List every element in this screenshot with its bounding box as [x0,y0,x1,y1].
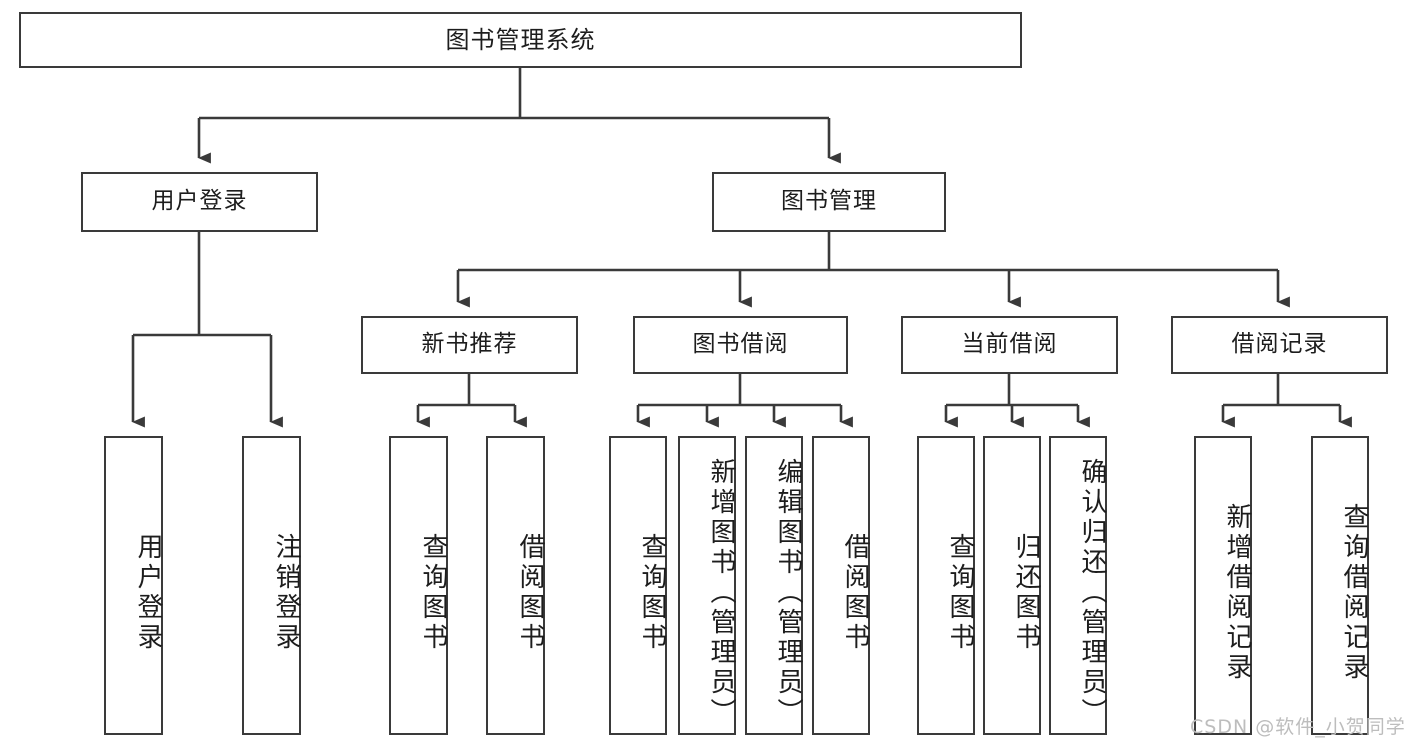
node-user-login-label: 用户登录 [151,188,248,215]
node-current-borrow[interactable]: 当前借阅 [901,316,1118,374]
node-leaf-query-book-1-label: 查询图书 [418,532,448,653]
node-leaf-borrow-book-1-label: 借阅图书 [515,532,545,653]
node-leaf-confirm-return[interactable]: 确认归还（管理员） [1049,436,1107,735]
node-book-borrow[interactable]: 图书借阅 [633,316,848,374]
node-leaf-user-logout[interactable]: 注销登录 [242,436,301,735]
node-user-login[interactable]: 用户登录 [81,172,318,232]
node-new-book-recommend-label: 新书推荐 [421,331,518,358]
node-leaf-user-logout-label: 注销登录 [271,532,301,653]
node-leaf-add-book-label: 新增图书（管理员） [706,457,736,728]
node-book-manage[interactable]: 图书管理 [712,172,946,232]
node-borrow-record[interactable]: 借阅记录 [1171,316,1388,374]
node-new-book-recommend[interactable]: 新书推荐 [361,316,578,374]
node-leaf-confirm-return-label: 确认归还（管理员） [1077,457,1107,728]
node-leaf-query-book-3[interactable]: 查询图书 [917,436,975,735]
node-leaf-query-book-2-label: 查询图书 [637,532,667,653]
node-leaf-user-login[interactable]: 用户登录 [104,436,163,735]
node-leaf-add-record[interactable]: 新增借阅记录 [1194,436,1252,735]
node-leaf-return-book-label: 归还图书 [1011,532,1041,653]
node-leaf-borrow-book-2[interactable]: 借阅图书 [812,436,870,735]
node-leaf-query-book-3-label: 查询图书 [945,532,975,653]
node-leaf-query-record[interactable]: 查询借阅记录 [1311,436,1369,735]
node-root[interactable]: 图书管理系统 [19,12,1022,68]
node-leaf-add-book[interactable]: 新增图书（管理员） [678,436,736,735]
node-current-borrow-label: 当前借阅 [961,331,1058,358]
node-leaf-query-record-label: 查询借阅记录 [1339,502,1369,683]
node-root-label: 图书管理系统 [445,25,596,54]
node-leaf-add-record-label: 新增借阅记录 [1222,502,1252,683]
node-leaf-return-book[interactable]: 归还图书 [983,436,1041,735]
node-leaf-edit-book-label: 编辑图书（管理员） [773,457,803,728]
node-borrow-record-label: 借阅记录 [1231,331,1328,358]
node-leaf-query-book-2[interactable]: 查询图书 [609,436,667,735]
node-leaf-user-login-label: 用户登录 [133,532,163,653]
node-leaf-edit-book[interactable]: 编辑图书（管理员） [745,436,803,735]
node-book-manage-label: 图书管理 [781,188,877,215]
node-leaf-borrow-book-1[interactable]: 借阅图书 [486,436,545,735]
node-book-borrow-label: 图书借阅 [692,331,789,358]
node-leaf-query-book-1[interactable]: 查询图书 [389,436,448,735]
node-leaf-borrow-book-2-label: 借阅图书 [840,532,870,653]
